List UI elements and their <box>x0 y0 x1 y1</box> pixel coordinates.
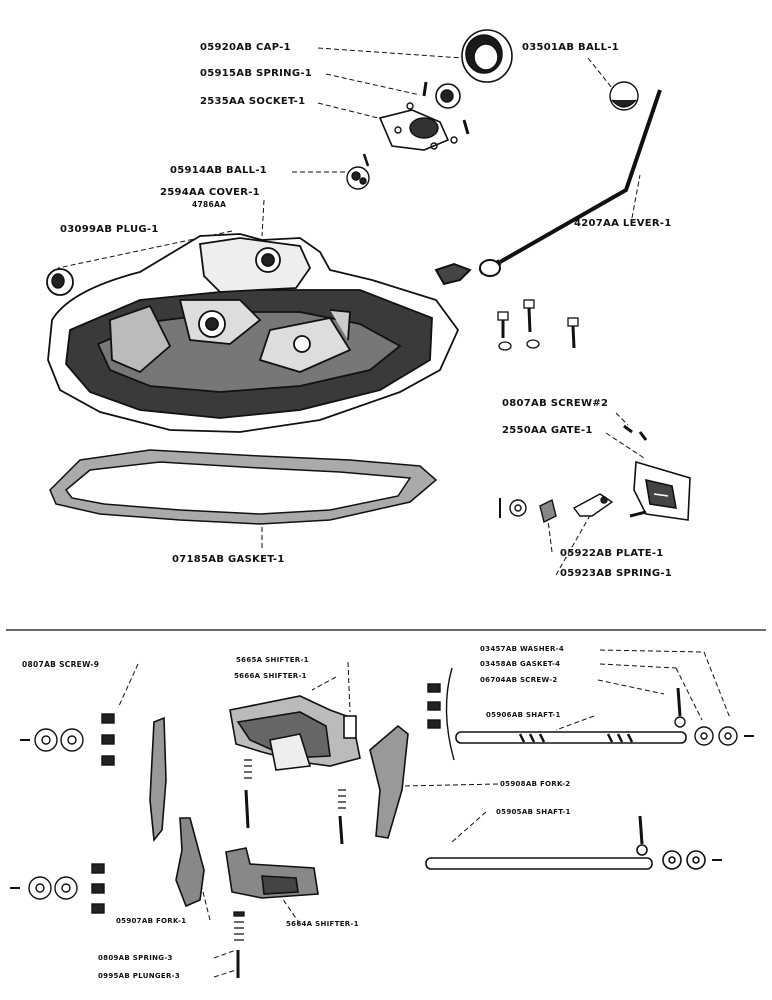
bolts-shaft-upper <box>427 667 455 761</box>
label-plunger3: 0995AB PLUNGER-3 <box>98 972 181 980</box>
label-ball-top: 03501AB BALL-1 <box>522 42 620 53</box>
cover-housing <box>47 233 460 433</box>
label-screw9: 0807AB SCREW-9 <box>22 660 100 669</box>
leader-lines-top <box>57 47 645 576</box>
label-gate: 2550AA GATE-1 <box>502 425 593 436</box>
bolts-group-top <box>497 299 579 351</box>
label-screw-gate: 0807AB SCREW#2 <box>502 398 609 409</box>
shifter-lower-part <box>225 847 319 899</box>
label-plate: 05922AB PLATE-1 <box>560 548 664 559</box>
socket-assembly <box>362 81 470 167</box>
plungers-mid <box>244 759 346 845</box>
label-shaft-upper: 05906AB SHAFT-1 <box>486 711 561 719</box>
label-gasket: 07185AB GASKET-1 <box>172 554 285 565</box>
label-shaft-lower: 05905AB SHAFT-1 <box>496 808 571 816</box>
fork-left-upper <box>149 716 167 843</box>
ball-top-part <box>609 81 639 111</box>
gate-part <box>623 424 691 521</box>
label-shifter-5666: 5666A SHIFTER-1 <box>234 672 307 680</box>
plate-spring-washer-group <box>499 493 614 524</box>
plug-part <box>46 268 74 296</box>
label-shifter-5664: 5664A SHIFTER-1 <box>286 920 359 928</box>
leader-lines-bottom <box>117 649 731 978</box>
label-fork1: 05907AB FORK-1 <box>116 917 187 925</box>
cap-part <box>461 29 513 83</box>
label-gasket4: 03458AB GASKET-4 <box>480 660 561 668</box>
shaft-upper-part <box>455 731 687 744</box>
label-lever: 4207AA LEVER-1 <box>574 218 672 229</box>
fork-2-part <box>369 724 409 839</box>
shaft-lower-part <box>425 815 722 870</box>
washers-left-upper <box>20 713 115 766</box>
label-screw2: 06704AB SCREW-2 <box>480 676 558 684</box>
label-socket: 2535AA SOCKET-1 <box>200 96 306 107</box>
label-cap: 05920AB CAP-1 <box>200 42 291 53</box>
fork-1-lower <box>175 817 205 908</box>
label-ball-small: 05914AB BALL-1 <box>170 165 268 176</box>
gasket-part <box>49 449 438 525</box>
label-fork2: 05908AB FORK-2 <box>500 780 571 788</box>
ball-small-part <box>346 166 370 190</box>
lever-part <box>434 89 662 286</box>
label-spring3: 0809AB SPRING-3 <box>98 954 173 962</box>
label-spring-top: 05915AB SPRING-1 <box>200 68 313 79</box>
washers-left-lower <box>10 863 105 914</box>
label-spring-plate: 05923AB SPRING-1 <box>560 568 673 579</box>
label-plug: 03099AB PLUG-1 <box>60 224 159 235</box>
spring-plunger-bottom <box>233 911 245 978</box>
shifter-upper-assembly <box>229 695 361 771</box>
label-cover-alt: 4786AA <box>192 200 227 209</box>
label-washer: 03457AB WASHER-4 <box>480 645 565 653</box>
label-shifter-5665: 5665A SHIFTER-1 <box>236 656 309 664</box>
label-cover: 2594AA COVER-1 <box>160 187 260 198</box>
screw-washers-right <box>674 687 754 746</box>
